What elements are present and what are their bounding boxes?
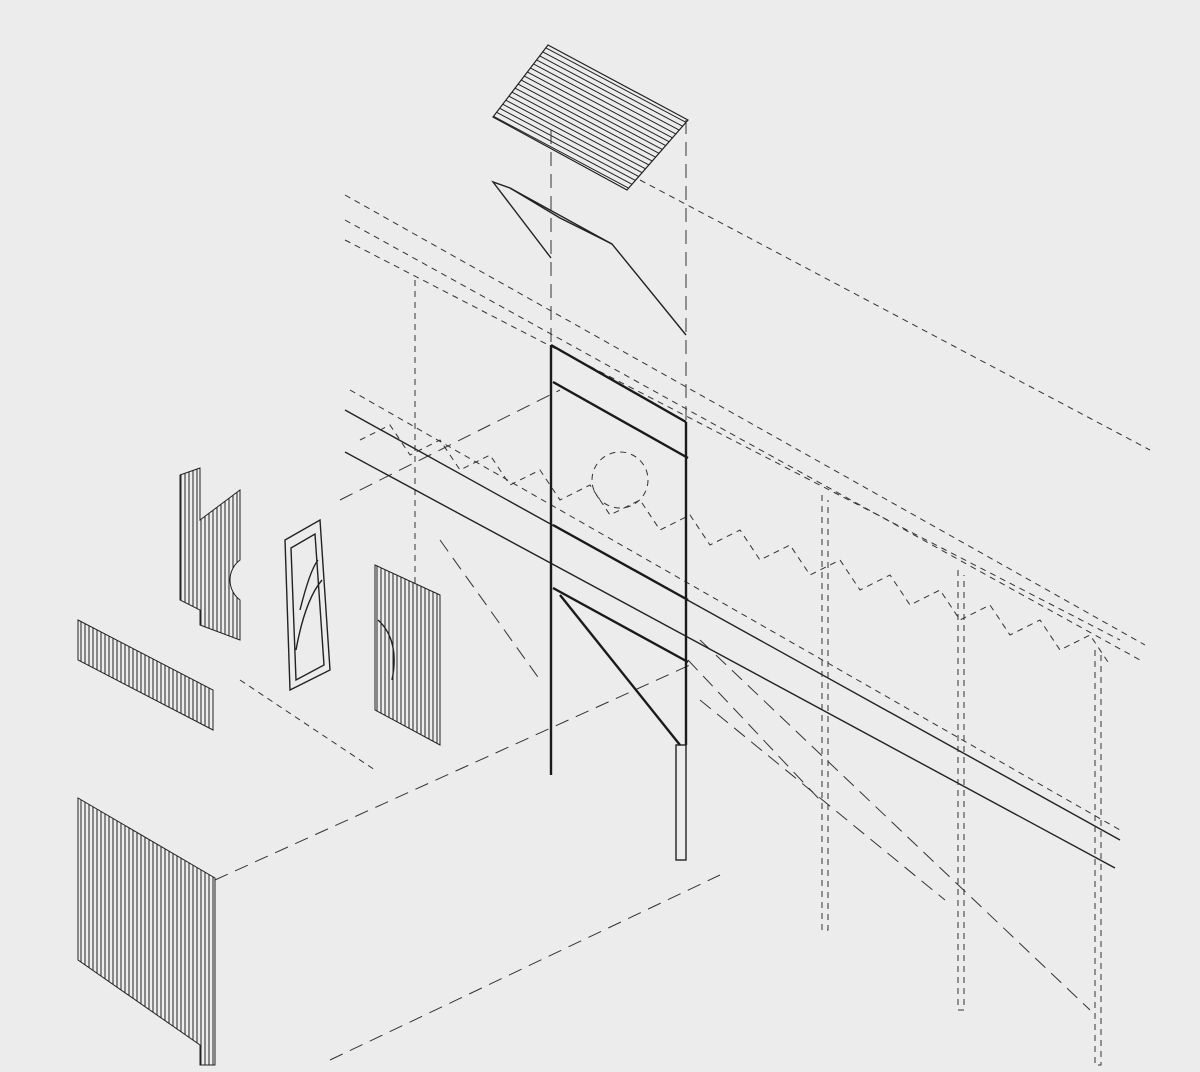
roof-panel xyxy=(492,44,689,191)
truss xyxy=(344,409,1121,869)
window-mullion-panel xyxy=(284,518,331,692)
cladding-panel-cutout xyxy=(179,467,241,641)
projection-lines xyxy=(214,120,1151,1061)
roof-bracket xyxy=(491,180,687,336)
main-frame xyxy=(549,343,689,861)
cladding-panel-arc xyxy=(374,564,441,746)
columns xyxy=(821,495,1102,1066)
cladding-wall xyxy=(77,797,216,1066)
cladding-strip xyxy=(77,619,214,731)
